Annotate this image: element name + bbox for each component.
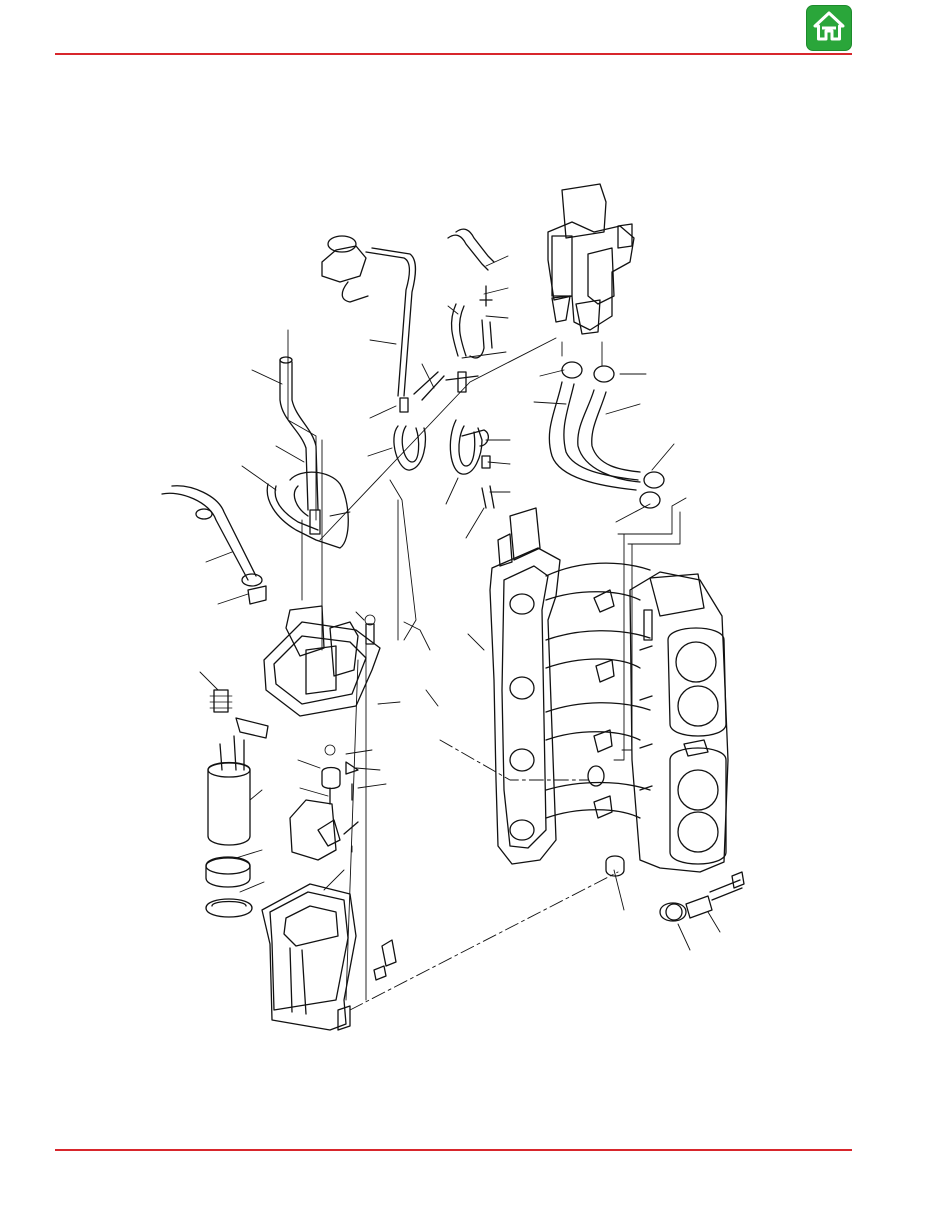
fuel-pump-parts	[205, 689, 269, 918]
grommets-bolts	[605, 855, 745, 922]
footer-rule	[55, 1149, 852, 1151]
home-icon	[813, 11, 845, 46]
vent-hoses-left	[161, 356, 349, 605]
header-rule	[55, 53, 852, 55]
float-chamber	[261, 883, 397, 1031]
home-button[interactable]	[806, 5, 852, 51]
throttle-body-assembly	[629, 571, 729, 873]
routing-lines	[287, 329, 687, 1011]
pressure-regulator	[321, 235, 417, 397]
vapor-separator-cover	[263, 605, 381, 717]
hose-group-right	[548, 361, 665, 509]
seals-and-fittings	[289, 744, 359, 861]
fuel-rail-assembly	[547, 183, 635, 335]
callout-leaders	[199, 255, 721, 951]
intake-manifold	[489, 507, 651, 865]
